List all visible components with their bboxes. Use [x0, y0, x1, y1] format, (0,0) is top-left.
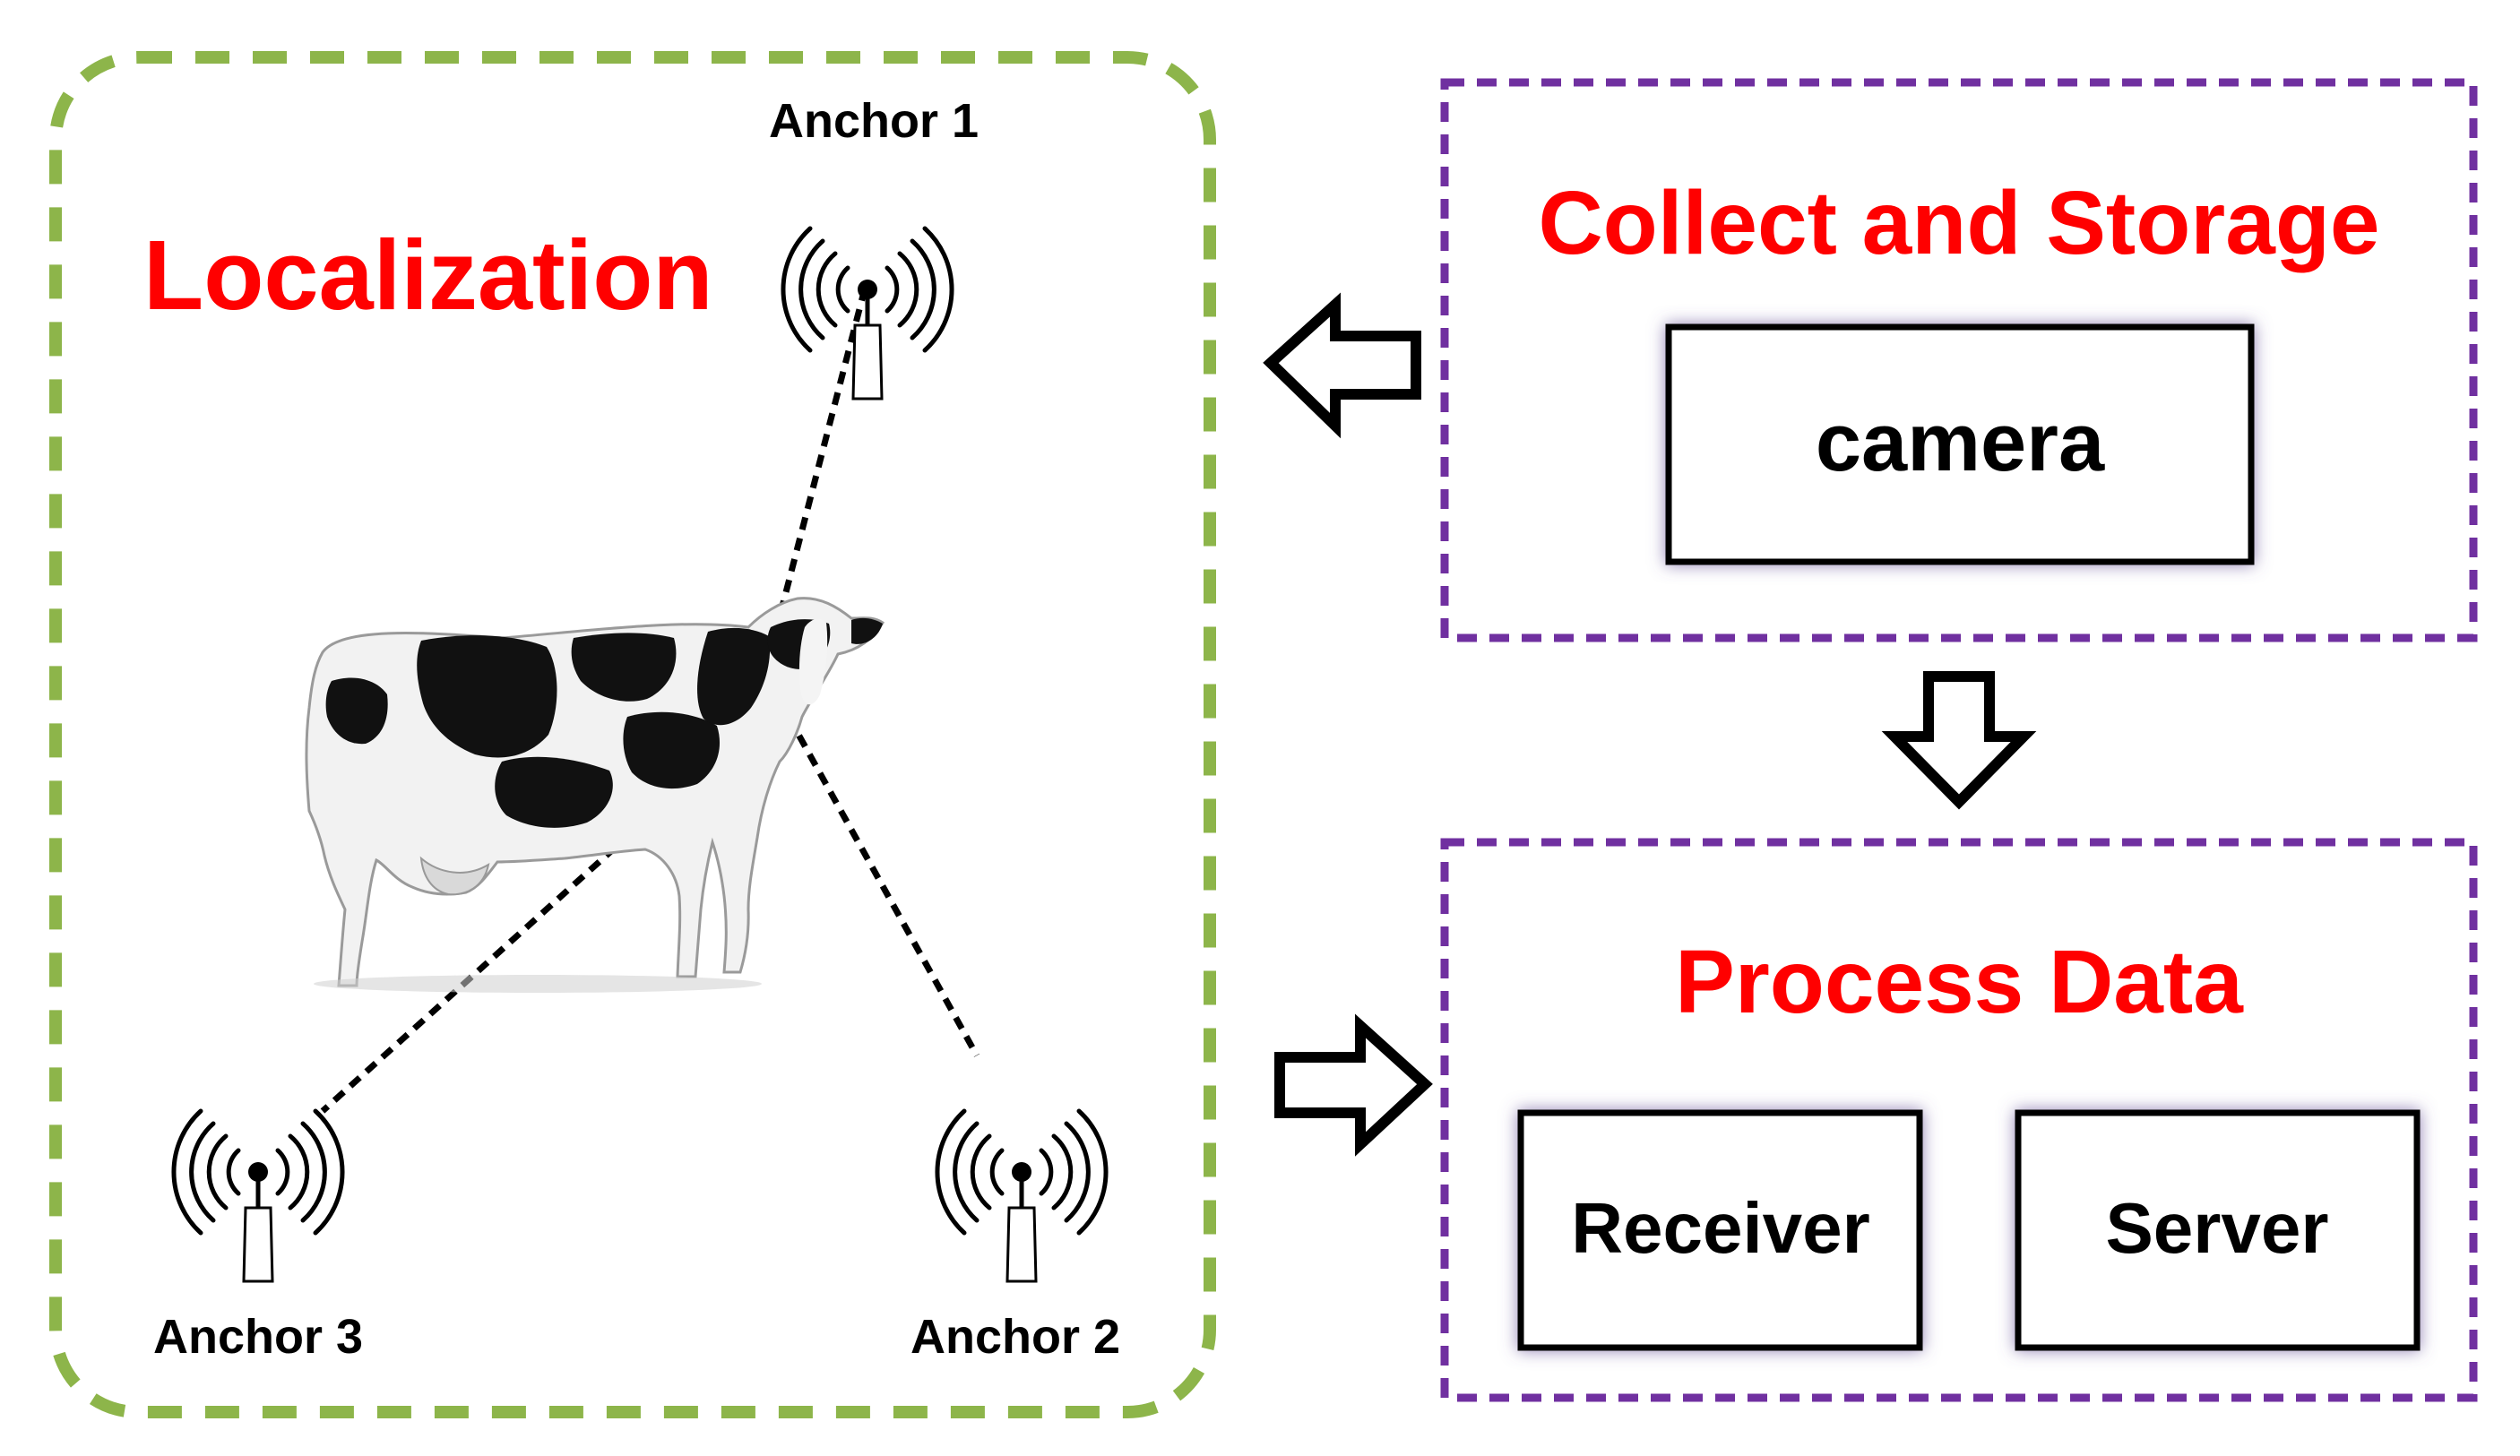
localization-panel: Localization Anchor 1 Anchor 3 Anchor 2 — [49, 51, 1216, 1418]
collect-storage-panel: Collect and Storage camera — [1440, 78, 2478, 642]
anchor-3-label: Anchor 3 — [153, 1310, 363, 1364]
receiver-box — [1517, 1109, 1923, 1351]
range-lines — [320, 288, 980, 1114]
anchor-2-label: Anchor 2 — [910, 1310, 1120, 1364]
range-line-anchor-3 — [320, 701, 778, 1114]
anchor-1-label: Anchor 1 — [769, 94, 979, 148]
anchor-3: Anchor 3 — [153, 1111, 363, 1364]
antenna-tower-icon — [783, 228, 952, 399]
arrow-left-icon — [1263, 292, 1421, 439]
antenna-tower-icon — [937, 1111, 1106, 1281]
range-line-anchor-1 — [776, 288, 868, 617]
anchor-2: Anchor 2 — [910, 1111, 1120, 1364]
collect-storage-title: Collect and Storage — [1538, 173, 2379, 273]
arrow-down-icon — [1881, 671, 2037, 810]
receiver-label: Receiver — [1571, 1188, 1870, 1268]
cow-illustration — [305, 597, 885, 993]
server-label: Server — [2105, 1188, 2328, 1268]
camera-box — [1665, 323, 2255, 565]
anchor-1: Anchor 1 — [769, 94, 979, 399]
process-data-title: Process Data — [1675, 932, 2244, 1032]
camera-label: camera — [1816, 397, 2105, 488]
localization-frame — [49, 51, 1216, 1418]
process-data-panel: Process Data Receiver Server — [1440, 838, 2478, 1402]
server-box — [2015, 1109, 2421, 1351]
antenna-tower-icon — [174, 1111, 342, 1281]
localization-title: Localization — [143, 220, 713, 331]
collect-storage-frame — [1440, 78, 2478, 642]
range-line-anchor-2 — [785, 715, 980, 1057]
process-data-frame — [1440, 838, 2478, 1402]
arrow-right-icon — [1274, 1013, 1433, 1157]
